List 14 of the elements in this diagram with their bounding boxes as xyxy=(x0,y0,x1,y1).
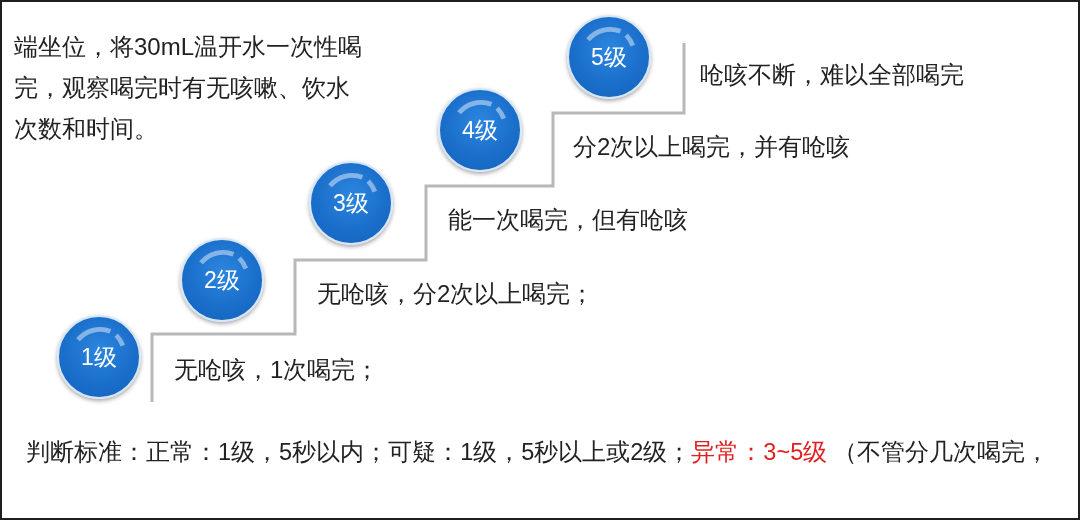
level-description: 无呛咳，1次喝完； xyxy=(174,355,380,385)
level-description: 无呛咳，分2次以上喝完； xyxy=(317,279,595,309)
level-circle: 5级 xyxy=(567,15,651,99)
criteria-text: 判断标准：正常：1级，5秒以内；可疑：1级，5秒以上或2级； xyxy=(26,438,692,467)
instruction-text: 端坐位，将30mL温开水一次性喝完，观察喝完时有无咳嗽、饮水次数和时间。 xyxy=(14,32,364,144)
criteria-note-text: （不管分几次喝完， xyxy=(833,438,1050,467)
level-circle: 1级 xyxy=(57,315,141,399)
level-description: 呛咳不断，难以全部喝完 xyxy=(700,60,964,90)
level-circle: 2级 xyxy=(180,238,264,322)
abnormal-criteria-text: 异常：3~5级 xyxy=(691,438,828,467)
level-circle: 4级 xyxy=(438,88,522,172)
level-circle: 3级 xyxy=(309,161,393,245)
level-description: 分2次以上喝完，并有呛咳 xyxy=(573,132,851,162)
level-description: 能一次喝完，但有呛咳 xyxy=(448,205,688,235)
